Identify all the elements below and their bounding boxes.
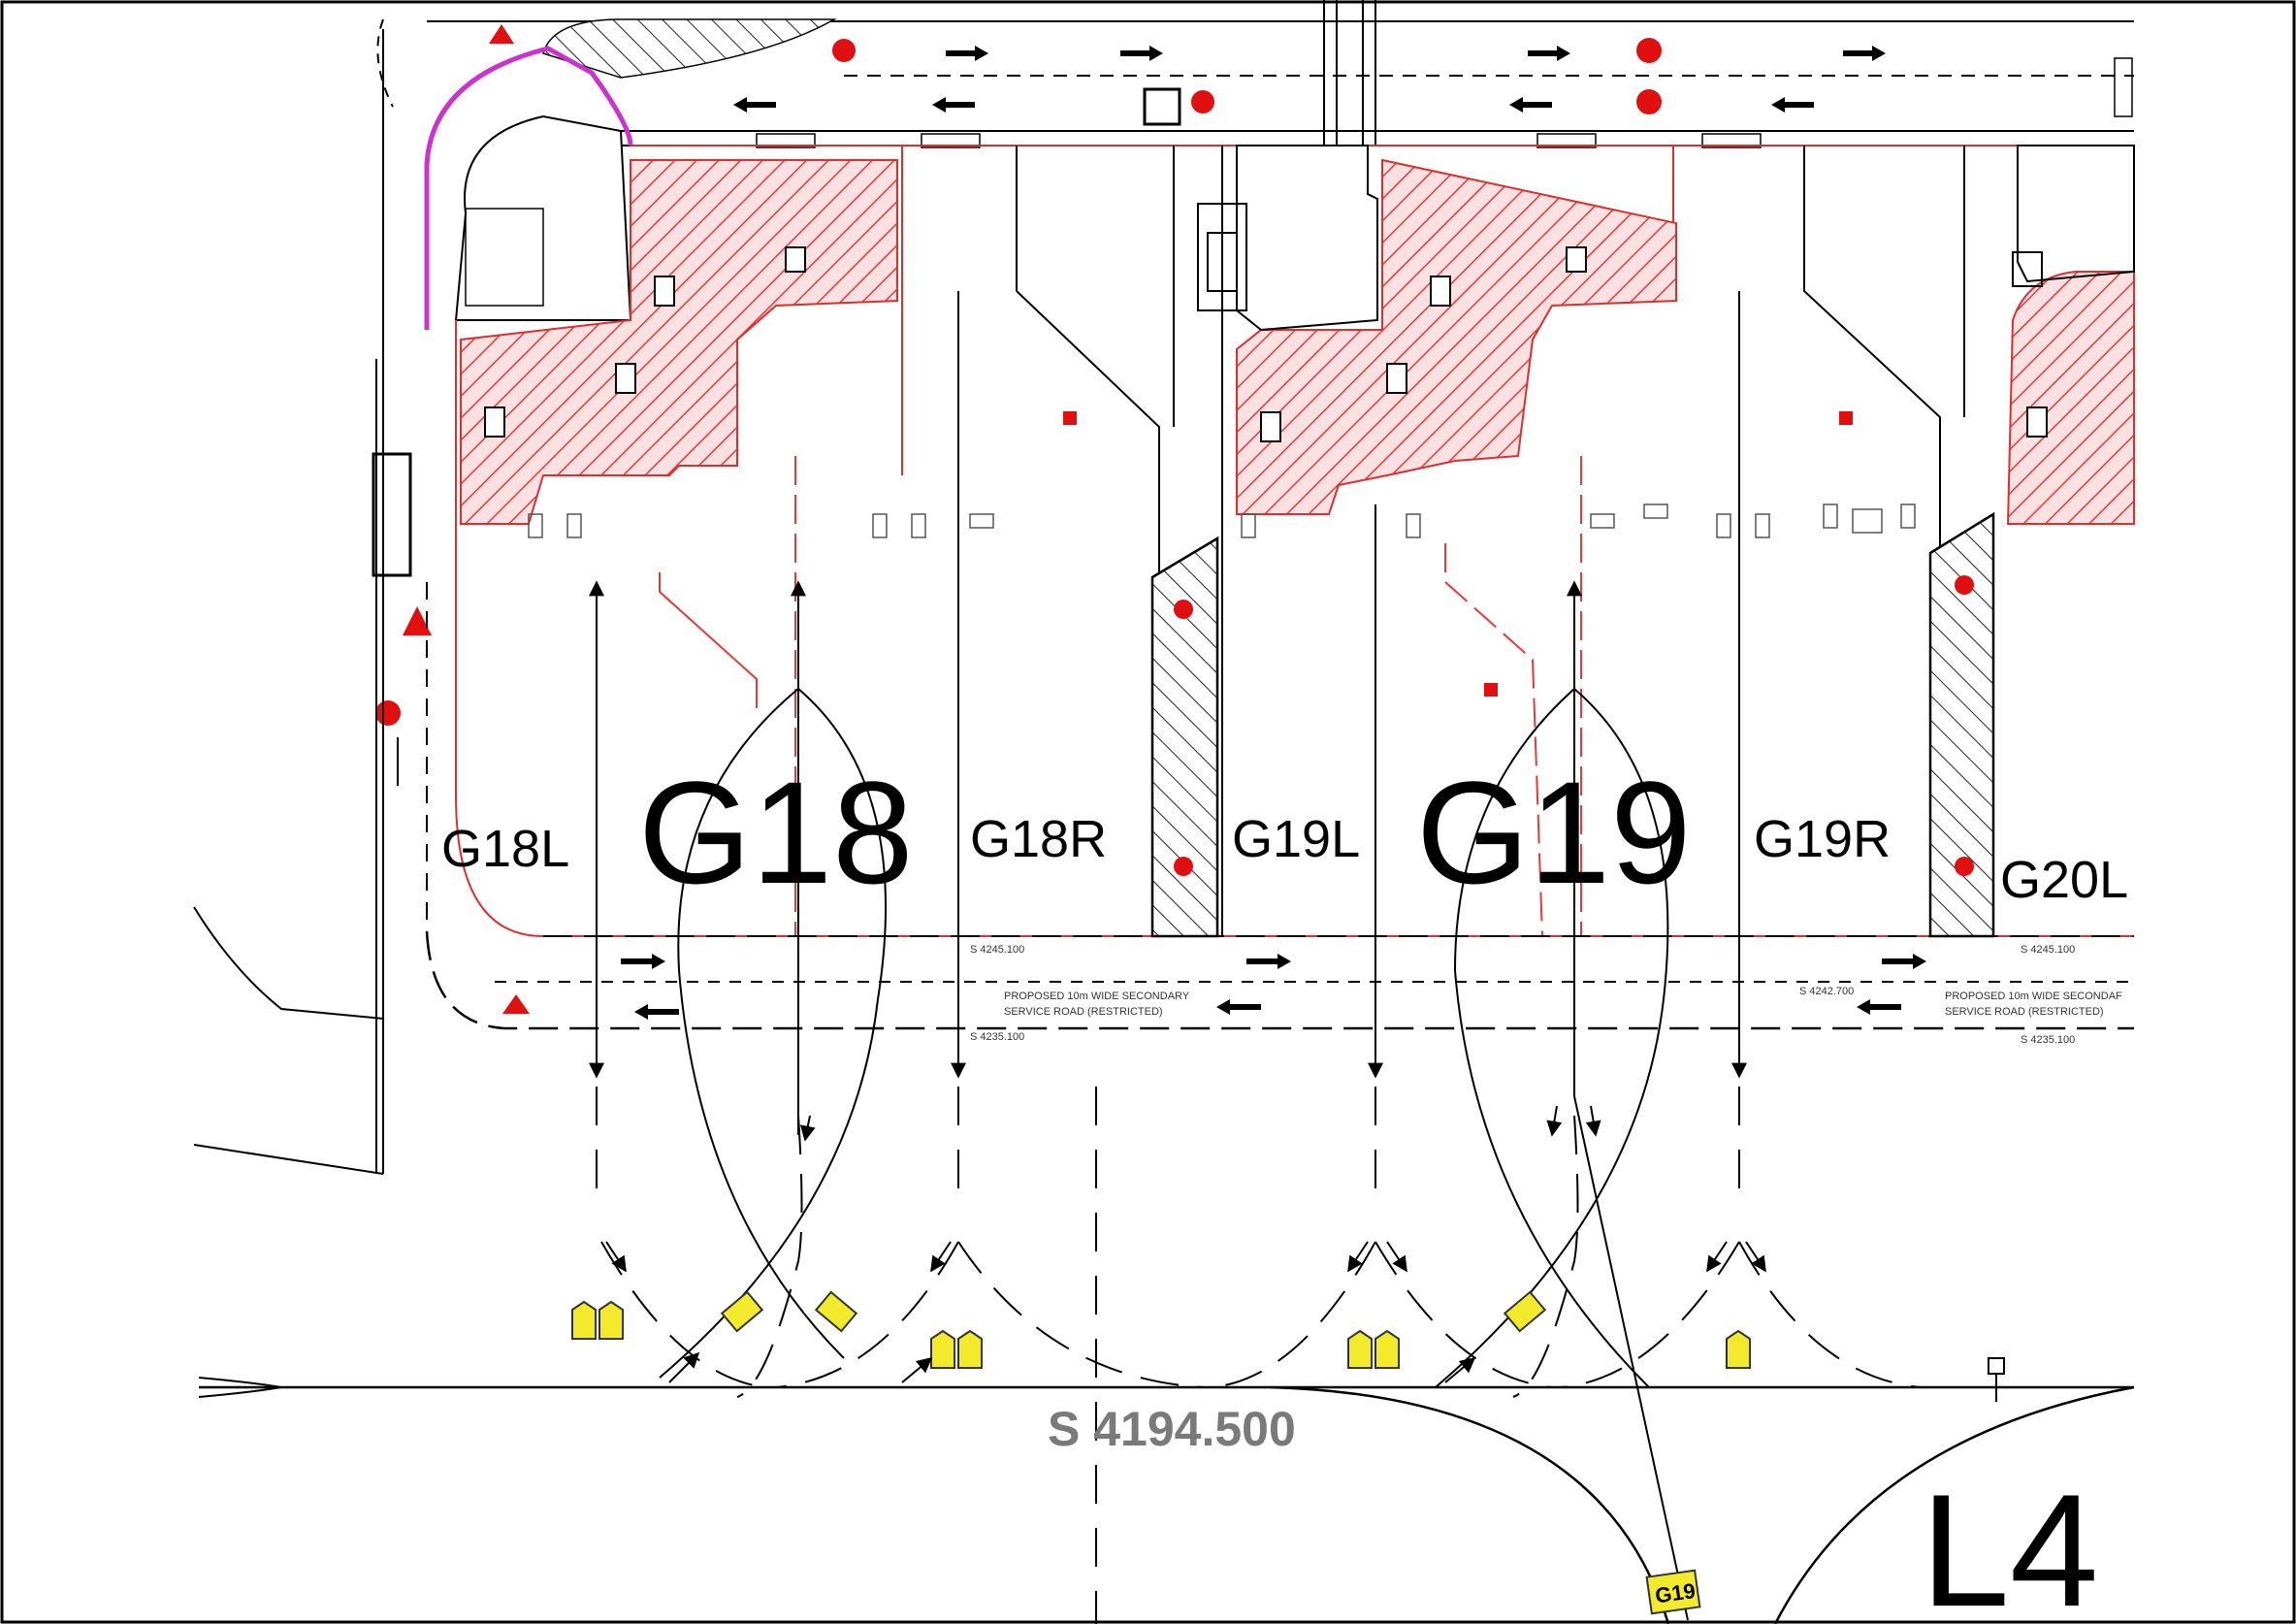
hatched-area-g19 (1236, 158, 1677, 515)
hatched-strip-2 (1928, 511, 1995, 938)
lane-label-g19r: G19R (1754, 810, 1891, 868)
approach-arrows (605, 1105, 1766, 1383)
main-road (198, 1357, 2135, 1624)
lot-boundaries (455, 145, 2134, 937)
lane-lines (589, 291, 1747, 1096)
lane-label-g18l: G18L (441, 820, 569, 878)
station-bottom-left: S 4235.100 (970, 1031, 1024, 1043)
road-label-l4: L4 (1921, 1461, 2099, 1624)
turning-arcs (600, 688, 1922, 1621)
station-top-left: S 4245.100 (970, 944, 1024, 956)
hatched-area-g18 (460, 159, 898, 525)
service-road-note-right-1: PROPOSED 10m WIDE SECONDAF (1945, 991, 2122, 1002)
gate-label-g18: G18 (638, 751, 914, 914)
lane-dashed-extensions (596, 1087, 1740, 1624)
service-road (425, 930, 2134, 1030)
lane-label-g19l: G19L (1232, 810, 1360, 868)
yellow-signs (571, 1290, 1751, 1369)
equipment-blocks (484, 145, 2135, 442)
service-road-note-left-1: PROPOSED 10m WIDE SECONDARY (1004, 991, 1190, 1002)
left-access-area (193, 18, 837, 1175)
hatched-strip-1 (1150, 536, 1219, 938)
main-station-label: S 4194.500 (1048, 1402, 1296, 1456)
service-road-note-right-2: SERVICE ROAD (RESTRICTED) (1945, 1006, 2104, 1018)
station-bottom-right: S 4235.100 (2021, 1034, 2075, 1046)
hatched-area-g20 (2006, 271, 2135, 525)
lane-label-g18r: G18R (970, 810, 1107, 868)
service-road-note-left-2: SERVICE ROAD (RESTRICTED) (1004, 1006, 1163, 1018)
gate-label-g19: G19 (1416, 751, 1692, 914)
station-mid-right: S 4242.700 (1799, 986, 1854, 997)
lane-label-g20l: G20L (2000, 851, 2128, 909)
yellow-tag-g19: G19 (1645, 1569, 1701, 1615)
red-square-markers (1063, 411, 1853, 697)
svg-text:G19: G19 (1654, 1578, 1698, 1608)
small-annotations (528, 503, 1916, 538)
station-top-right: S 4245.100 (2021, 944, 2075, 956)
